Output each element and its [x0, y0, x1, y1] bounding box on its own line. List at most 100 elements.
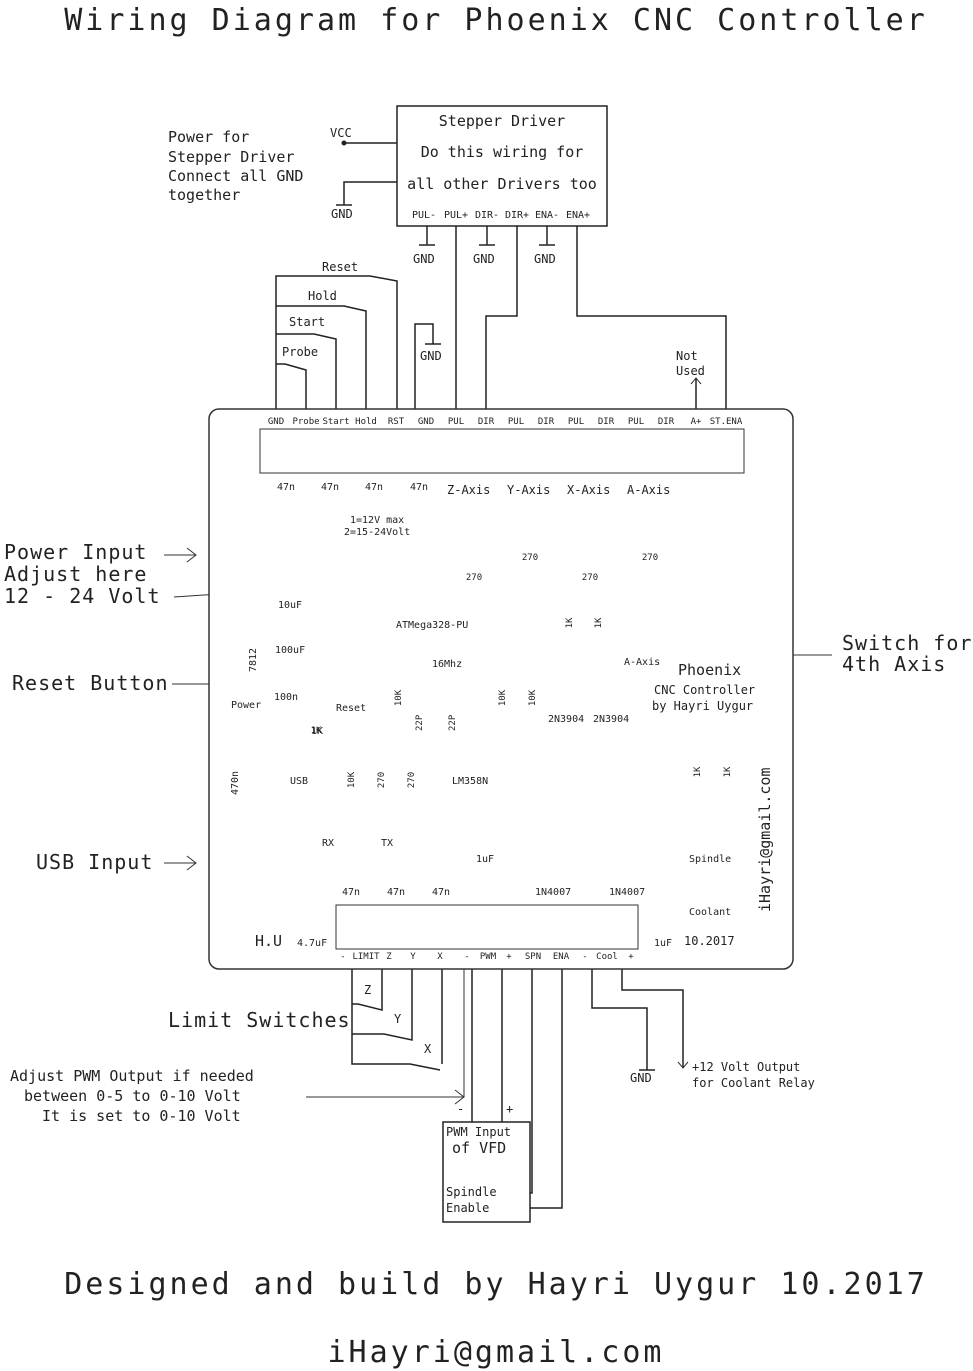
stepper-driver-line-2: Do this wiring for	[421, 143, 584, 161]
top-terminal-block	[259, 428, 745, 474]
stepper-driver-line-3: all other Drivers too	[407, 175, 597, 193]
ena-wire	[530, 927, 563, 1209]
mcu-label: ATMega328-PU	[396, 620, 468, 631]
res-y-label: 270	[466, 573, 482, 583]
cap-100uf-label: 100uF	[275, 645, 305, 656]
board-initials: H.U	[255, 932, 282, 950]
brand-line-3: by Hayri Uygur	[652, 699, 753, 713]
limit-switches-label: Limit Switches	[168, 1008, 351, 1032]
a-axis-switch-label: A-Axis	[624, 657, 660, 668]
limit-x-switch	[351, 927, 441, 1071]
top-terminal-label-6: PUL	[448, 417, 464, 427]
cap-1uf-mid-label: 1uF	[476, 854, 494, 865]
power-input-label-3: 12 - 24 Volt	[4, 584, 161, 608]
cap-10uf-label: 10uF	[278, 600, 302, 611]
common-wire	[275, 275, 370, 451]
cap-47n-b1: 47n	[342, 887, 360, 898]
top-terminal-label-15: ST.ENA	[710, 417, 743, 427]
usb-input-label: USB Input	[36, 850, 153, 874]
power-input-label-2: Adjust here	[4, 562, 147, 586]
vfd-line-2: of VFD	[452, 1139, 506, 1157]
res-10k-a-label: 10K	[394, 689, 404, 706]
power-note-1: Power for	[168, 128, 249, 146]
gnd-label-top: GND	[420, 349, 442, 363]
transistor-1-label: 2N3904	[548, 714, 584, 725]
gnd-label-pul: GND	[413, 252, 435, 266]
diode-2-label: 1N4007	[609, 887, 645, 898]
axis-label-y: Y-Axis	[507, 483, 550, 497]
bottom-terminal-label-5: -	[464, 952, 469, 962]
bottom-terminal-label-8: SPN	[525, 952, 541, 962]
hold-switch-label: Hold	[308, 289, 337, 303]
not-used-1: Not	[676, 349, 698, 363]
vcc-dot	[341, 140, 347, 146]
top-terminal-label-4: RST	[388, 417, 405, 427]
diagram-title: Wiring Diagram for Phoenix CNC Controlle…	[64, 3, 928, 38]
spindle-led-label: Spindle	[689, 854, 731, 865]
reset-button-label: Reset Button	[12, 671, 169, 695]
top-terminal-label-3: Hold	[355, 417, 377, 427]
power-note-2: Stepper Driver	[168, 148, 294, 166]
pwm-adjust-label-1: Adjust PWM Output if needed	[10, 1067, 254, 1085]
hold-switch	[276, 305, 367, 451]
res-1k-spindle-label: 1K	[693, 766, 703, 777]
axis-label-x: X-Axis	[567, 483, 610, 497]
top-terminal-label-0: GND	[268, 417, 284, 427]
vfd-box	[442, 1121, 531, 1223]
bottom-terminal-label-6: PWM	[480, 952, 497, 962]
cap-22p-2: 22P	[448, 714, 458, 731]
brand-line-2: CNC Controller	[654, 683, 755, 697]
opamp-label: LM358N	[452, 776, 488, 787]
probe-switch-label: Probe	[282, 345, 318, 359]
driver-pin-pul-minus: PUL-	[412, 210, 436, 221]
footer-credit: Designed and build by Hayri Uygur 10.201…	[64, 1267, 928, 1302]
res-1k-t1-label: 1K	[565, 617, 575, 628]
cap-47n-4: 47n	[410, 482, 428, 493]
coolant-output-2: for Coolant Relay	[692, 1076, 815, 1090]
limit-letter-y: Y	[394, 1012, 402, 1026]
cap-47n-b3: 47n	[432, 887, 450, 898]
top-terminal-label-10: PUL	[568, 417, 584, 427]
tx-label: TX	[381, 838, 393, 849]
res-z-label: 270	[522, 553, 538, 563]
ena-plus-wire	[576, 226, 727, 451]
vfd-enable-1: Spindle	[446, 1185, 497, 1199]
res-270-rx-label: 270	[377, 772, 387, 788]
top-terminal-label-7: DIR	[478, 417, 495, 427]
not-used-head	[690, 377, 702, 385]
bottom-terminal-block	[335, 904, 639, 950]
bottom-terminal-label-10: -	[582, 952, 587, 962]
driver-gnd-wire	[343, 181, 397, 205]
bottom-terminal-label-1: LIMIT	[352, 952, 380, 962]
res-1k-coolant-label: 1K	[723, 766, 733, 777]
gnd-label-dir: GND	[473, 252, 495, 266]
switch-4th-label-2: 4th Axis	[842, 652, 946, 676]
res-1k-power-label: 1K	[311, 726, 322, 736]
top-gnd-wire	[414, 323, 434, 451]
coolant-led-label: Coolant	[689, 907, 731, 918]
driver-pin-dir-plus: DIR+	[505, 210, 529, 221]
stepper-driver-line-1: Stepper Driver	[439, 112, 565, 130]
pcb-board	[208, 408, 794, 970]
rx-label: RX	[322, 838, 334, 849]
bottom-terminal-label-0: -	[340, 952, 345, 962]
footer-email: iHayri@gmail.com	[328, 1335, 665, 1370]
res-10k-c-label: 10K	[528, 689, 538, 706]
usb-chip-label: USB	[290, 776, 308, 787]
not-used-2: Used	[676, 364, 705, 378]
gnd-label-ena: GND	[534, 252, 556, 266]
top-terminal-label-13: DIR	[658, 417, 675, 427]
driver-pin-ena-plus: ENA+	[566, 210, 590, 221]
cap-47n-3: 47n	[365, 482, 383, 493]
driver-pin-dir-minus: DIR-	[475, 210, 499, 221]
res-10k-usb-label: 10K	[347, 771, 357, 788]
top-terminal-label-9: DIR	[538, 417, 555, 427]
axis-label-a: A-Axis	[627, 483, 670, 497]
reg-label: 7812	[248, 648, 259, 672]
reset-switch-pcb-label: Reset	[336, 703, 366, 714]
vfd-plus: +	[506, 1102, 513, 1116]
vcc-label: VCC	[330, 126, 352, 140]
bottom-terminal-label-11: Cool	[596, 952, 618, 962]
top-terminal-label-12: PUL	[628, 417, 644, 427]
